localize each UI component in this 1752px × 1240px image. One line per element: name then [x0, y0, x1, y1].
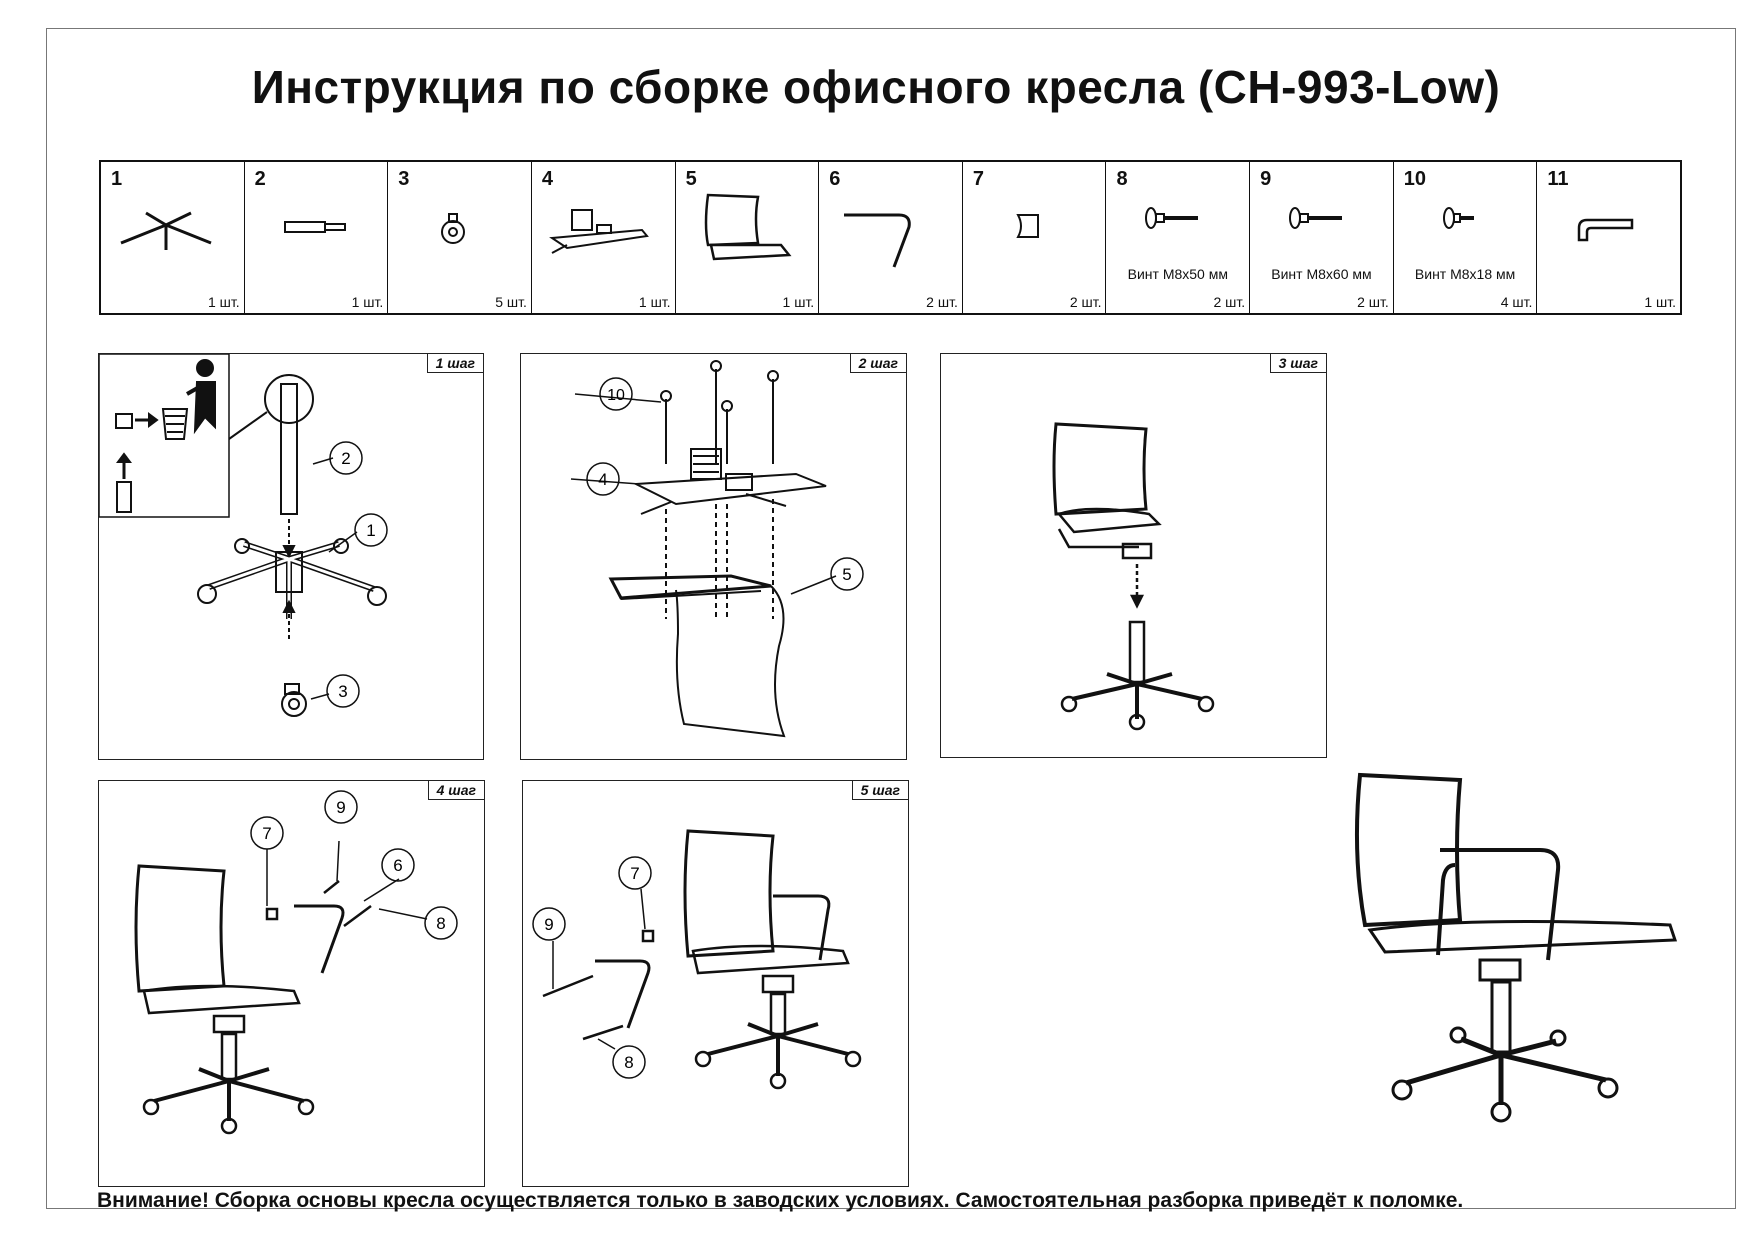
callout-7: 7: [630, 864, 639, 883]
part-name: Винт M8x60 мм: [1271, 266, 1372, 282]
step-label: 5 шаг: [851, 781, 908, 800]
part-quantity: 2 шт.: [926, 294, 958, 310]
step-4-illustration: 7 9 6 8: [134, 790, 458, 1135]
armrest-icon: [829, 190, 952, 268]
callout-3: 3: [338, 682, 347, 701]
part-number: 10: [1403, 168, 1427, 190]
callout-10: 10: [607, 387, 625, 404]
tilt-mechanism-icon: [542, 190, 665, 268]
gas-lift-icon: [255, 190, 378, 268]
part-cell-2: 2 1 шт.: [245, 162, 389, 313]
step-label: 4 шаг: [427, 781, 484, 800]
step-2-panel: 2 шаг 10 4: [520, 353, 907, 760]
callout-8: 8: [436, 914, 445, 933]
step-5-illustration: 7 9 8: [532, 829, 862, 1090]
star-base-icon: [111, 190, 234, 268]
callout-6: 6: [393, 856, 402, 875]
part-cell-1: 1 1 шт.: [101, 162, 245, 313]
part-quantity: 5 шт.: [495, 294, 527, 310]
part-cell-3: 3 5 шт.: [388, 162, 532, 313]
part-quantity: 1 шт.: [638, 294, 671, 310]
part-name: Винт M8x18 мм: [1414, 266, 1516, 282]
seat-back-icon: [686, 190, 809, 268]
part-number: 9: [1260, 168, 1272, 190]
part-quantity: 1 шт.: [207, 294, 240, 310]
part-number: 8: [1116, 168, 1128, 190]
bolt-icon: [1260, 190, 1383, 268]
step-label: 3 шаг: [1269, 354, 1326, 373]
part-number: 2: [254, 168, 266, 190]
page-title: Инструкция по сборке офисного кресла (CH…: [251, 61, 1501, 113]
part-quantity: 1 шт.: [1644, 294, 1677, 310]
part-quantity: 2 шт.: [1213, 294, 1246, 310]
step-2-illustration: 10 4 5: [570, 360, 864, 738]
part-cell-7: 7 2 шт.: [963, 162, 1107, 313]
hex-key-icon: [1547, 190, 1670, 268]
caster-icon: [398, 190, 521, 268]
step-1-panel: 1 шаг: [98, 353, 484, 760]
part-quantity: 2 шт.: [1357, 294, 1389, 310]
short-bolt-icon: [1404, 190, 1527, 268]
bolt-icon: [1116, 190, 1239, 268]
page-frame: [46, 28, 1736, 1209]
part-name: Винт M8x50 мм: [1127, 266, 1228, 282]
step-5-panel: 5 шаг 7 9 8: [522, 780, 909, 1187]
part-number: 6: [829, 168, 841, 190]
callout-9: 9: [336, 798, 345, 817]
callout-2: 2: [341, 449, 350, 468]
step-1-illustration: 2 1 3: [99, 354, 388, 717]
part-cell-5: 5 1 шт.: [676, 162, 820, 313]
part-quantity: 1 шт.: [351, 294, 384, 310]
callout-8: 8: [624, 1053, 633, 1072]
part-number: 5: [685, 168, 697, 190]
part-cell-11: 11 1 шт.: [1537, 162, 1680, 313]
part-number: 3: [398, 168, 410, 190]
cap-icon: [973, 190, 1096, 268]
callout-9: 9: [544, 915, 553, 934]
part-number: 1: [111, 168, 123, 190]
part-quantity: 2 шт.: [1069, 294, 1102, 310]
part-number: 4: [541, 168, 554, 190]
part-number: 7: [972, 168, 984, 190]
assembled-chair-illustration: [1354, 772, 1678, 1123]
parts-table: 1 1 шт. 2 1 шт. 3 5 шт. 4 1 шт. 5 1 шт. 6 2 шт. 7 2 ш…: [99, 160, 1682, 315]
step-label: 1 шаг: [426, 354, 483, 373]
part-cell-4: 4 1 шт.: [532, 162, 676, 313]
step-3-panel: 3 шаг: [940, 353, 1327, 758]
callout-1: 1: [366, 521, 375, 540]
part-quantity: 4 шт.: [1500, 294, 1533, 310]
part-number: 11: [1547, 168, 1569, 190]
callout-5: 5: [842, 565, 851, 584]
callout-7: 7: [262, 824, 271, 843]
step-label: 2 шаг: [849, 354, 906, 373]
step-3-illustration: [1052, 422, 1215, 731]
part-cell-6: 6 2 шт.: [819, 162, 963, 313]
warning-note: Внимание! Сборка основы кресла осуществл…: [97, 1189, 1464, 1212]
callout-4: 4: [598, 470, 607, 489]
part-quantity: 1 шт.: [782, 294, 815, 310]
step-4-panel: 4 шаг 7 9 6 8: [98, 780, 485, 1187]
